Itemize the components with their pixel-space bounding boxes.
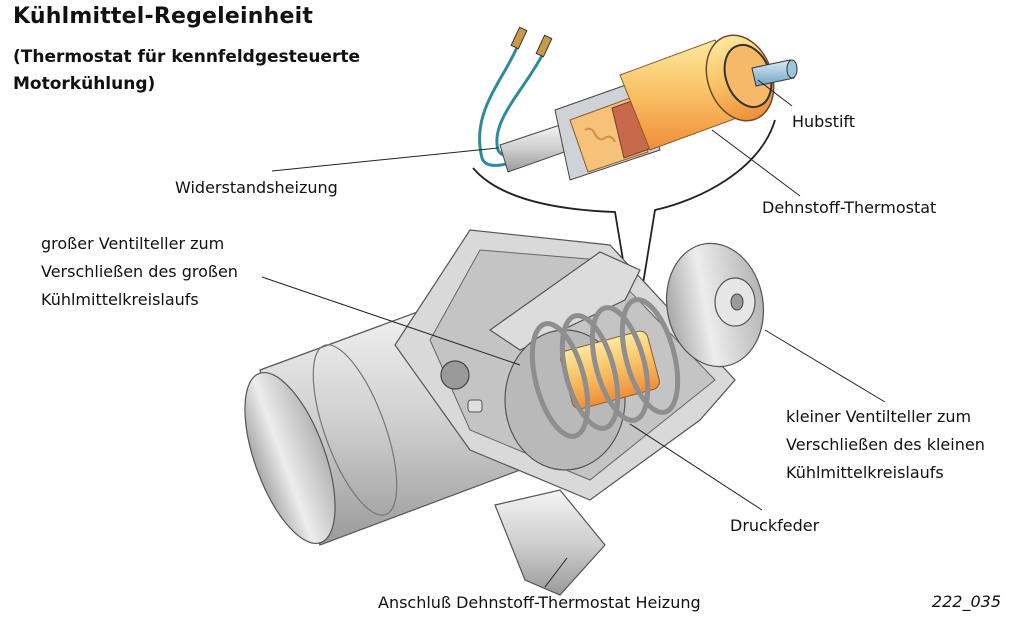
wire-terminal-1 <box>510 26 528 50</box>
label-line: Verschließen des kleinen <box>786 435 985 454</box>
inset-callout-right <box>641 119 776 291</box>
pipe-end-flange <box>244 371 336 545</box>
label-line: großer Ventilteller zum <box>41 234 225 253</box>
leader-hubstift <box>757 79 793 107</box>
heater-meander <box>584 127 616 143</box>
figure-id: 222_035 <box>931 592 1001 611</box>
leader-dehnstoff <box>711 129 801 197</box>
heater-connector-socket <box>494 489 606 596</box>
leader-druckfeder <box>629 423 763 511</box>
heater-wire-1 <box>478 39 522 167</box>
lift-pin <box>751 59 795 87</box>
label-line: Kühlmittelkreislaufs <box>786 463 944 482</box>
inset-callout-left <box>472 167 629 291</box>
mounting-hole <box>440 360 470 390</box>
label-widerstandsheizung: Widerstandsheizung <box>175 178 338 197</box>
label-dehnstoff-thermostat: Dehnstoff-Thermostat <box>762 198 937 217</box>
diagram-title: Kühlmittel-Regeleinheit <box>13 4 314 29</box>
leader-kleiner-ventilteller <box>764 329 886 403</box>
leader-anschluss <box>544 557 568 588</box>
leader-widerstandsheizung <box>271 147 499 172</box>
label-line: kleiner Ventilteller zum <box>786 407 972 426</box>
label-grosser-ventilteller: großer Ventilteller zum Verschließen des… <box>41 230 238 314</box>
lift-pin-tip <box>786 59 798 79</box>
label-druckfeder: Druckfeder <box>730 516 820 535</box>
locating-pin <box>467 399 483 413</box>
label-line: Kühlmittelkreislaufs <box>41 290 199 309</box>
inset-thermostat-element <box>478 26 798 181</box>
label-hubstift: Hubstift <box>792 112 856 131</box>
compression-spring <box>529 297 681 439</box>
main-thermostat-assembly <box>244 229 765 596</box>
label-kleiner-ventilteller: kleiner Ventilteller zum Verschließen de… <box>786 403 985 487</box>
wire-terminal-2 <box>535 34 553 58</box>
subtitle-line-1: (Thermostat für kennfeldgesteuerte <box>13 47 360 67</box>
leader-grosser-ventilteller <box>261 276 521 366</box>
large-valve-bridge <box>488 251 641 351</box>
small-valve-bore <box>730 293 744 311</box>
pipe-ring <box>312 344 398 516</box>
subtitle-line-2: Motorkühlung) <box>13 74 156 94</box>
diagram-subtitle: (Thermostat für kennfeldgesteuerte Motor… <box>13 44 373 98</box>
label-line: Verschließen des großen <box>41 262 238 281</box>
label-anschluss: Anschluß Dehnstoff-Thermostat Heizung <box>378 593 701 612</box>
